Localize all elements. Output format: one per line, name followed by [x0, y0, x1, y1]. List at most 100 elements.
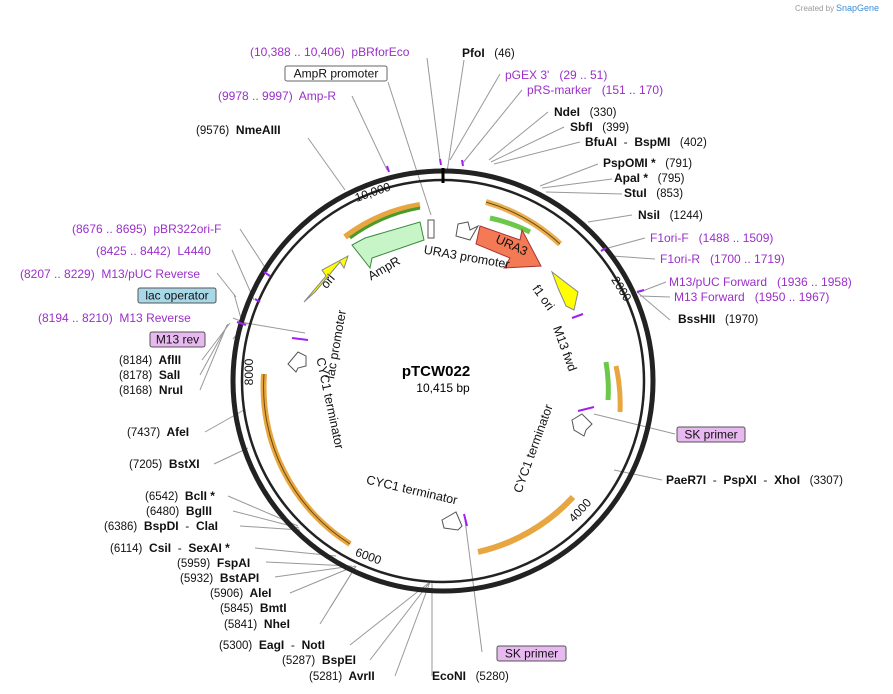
sali-label: (8178) SalI: [119, 368, 180, 382]
f1ori-f-label: F1ori-F (1488 .. 1509): [650, 231, 773, 245]
leader-bspdi: [239, 525, 301, 531]
bottom-orange-arc: [477, 494, 576, 555]
bspdi-clai-label: (6386) BspDI - ClaI: [104, 519, 218, 533]
econi-label: EcoNI (5280): [432, 669, 509, 683]
left-orange-arc-line: [263, 373, 351, 545]
primer-ticks: [236, 158, 645, 527]
ampr-promoter-arrow: [427, 219, 435, 239]
leader-bmti: [329, 565, 357, 609]
pbrforeco-label: (10,388 .. 10,406) pBRforEco: [250, 45, 410, 59]
leader-ndei: [488, 111, 549, 161]
aflii-label: (8184) AflII: [119, 353, 181, 367]
leader-nsii: [587, 214, 633, 223]
snapgene-logo: SnapGene: [836, 3, 879, 13]
f1ori-r-label: F1ori-R (1700 .. 1719): [660, 252, 785, 266]
ampr-green-arc: [349, 206, 421, 240]
leader-eagi: [349, 581, 431, 646]
pgex3-label: pGEX 3' (29 .. 51): [505, 68, 607, 82]
f1-ori-label: f1 ori: [529, 282, 557, 313]
f1-ori-arrow: [550, 270, 579, 311]
leader-nmeaiii: [307, 137, 346, 191]
leader-sbfi: [490, 126, 565, 163]
labels: (10,388 .. 10,406) pBRforEco PfoI (46) pGE…: [20, 45, 852, 683]
tick-2000: 2000: [608, 274, 634, 304]
bglii-label: (6480) BglII: [146, 504, 212, 518]
leader-apai: [541, 178, 613, 189]
nhei-label: (5841) NheI: [224, 617, 290, 631]
leader-bstapi: [274, 565, 353, 578]
ura3-arrow: [475, 225, 542, 269]
leader-bfuai: [493, 141, 581, 165]
cyc1-terminator-arrow-1: [571, 413, 593, 437]
cyc1-terminator-arrow-2: [441, 511, 463, 531]
sk-primer-box-1: SK primer: [676, 426, 746, 443]
ampr-orange-arc: [343, 202, 421, 240]
plasmid-length: 10,415 bp: [416, 381, 470, 395]
bsshii-label: BssHII (1970): [678, 312, 758, 326]
leader-stui: [545, 191, 623, 195]
svg-text:SK primer: SK primer: [505, 647, 558, 661]
fspai-label: (5959) FspAI: [177, 556, 250, 570]
leader-bspei: [369, 581, 431, 661]
leader-fspai: [265, 561, 351, 567]
leader-nrui: [199, 324, 228, 391]
ori-arrow: [303, 254, 349, 303]
leader-alei: [289, 565, 356, 594]
feature-arcs: [260, 199, 623, 555]
ampr-arrow: [351, 221, 425, 270]
bmti-label: (5845) BmtI: [220, 601, 287, 615]
ampr-promoter-box: AmpR promoter: [284, 65, 388, 82]
amp-r-label: (9978 .. 9997) Amp-R: [218, 89, 336, 103]
ndei-label: NdeI (330): [554, 105, 617, 119]
right-green-arc: [603, 361, 611, 401]
leader-f1ori-f: [607, 237, 646, 249]
leader-aflii: [201, 322, 231, 361]
svg-text:M13 rev: M13 rev: [156, 333, 199, 347]
leader-f1ori-r: [611, 255, 656, 260]
avrii-label: (5281) AvrII: [309, 669, 375, 683]
afei-label: (7437) AfeI: [127, 425, 189, 439]
eagi-noti-label: (5300) EagI - NotI: [219, 638, 325, 652]
lac-operator-box: lac operator: [137, 287, 217, 304]
prs-marker-label: pRS-marker (151 .. 170): [527, 83, 663, 97]
svg-text:SK primer: SK primer: [684, 428, 737, 442]
m13puc-reverse-label: (8207 .. 8229) M13/pUC Reverse: [20, 267, 200, 281]
ura3-outer-arc-line: [485, 201, 561, 245]
sk-primer-box-2: SK primer: [496, 645, 567, 662]
cyc1-terminator-right-label: CYC1 terminator: [511, 402, 556, 494]
sbfi-label: SbfI (399): [570, 120, 629, 134]
m13-forward-label: M13 Forward (1950 .. 1967): [674, 290, 829, 304]
m13puc-forward-label: M13/pUC Forward (1936 .. 1958): [669, 275, 852, 289]
ura3-orf-arc: [489, 215, 532, 235]
cyc1-terminator-left-label: CYC1 terminator: [313, 356, 346, 450]
created-by-text: Created by: [795, 4, 834, 13]
pfoi-label: PfoI (46): [462, 46, 515, 60]
leader-sk-primer-2: [464, 519, 483, 653]
leader-pfoi: [446, 59, 465, 173]
nsii-label: NsiI (1244): [638, 208, 703, 222]
ura3-promoter-arrow: [455, 221, 480, 241]
svg-text:lac operator: lac operator: [145, 289, 208, 303]
csii-sexai-label: (6114) CsiI - SexAI *: [110, 541, 230, 555]
nrui-label: (8168) NruI: [119, 383, 183, 397]
bspei-label: (5287) BspEI: [282, 653, 356, 667]
leader-pspomi: [539, 163, 599, 187]
leader-pbr322ori: [239, 228, 269, 273]
plasmid-name: pTCW022: [402, 363, 470, 380]
bstapi-label: (5932) BstAPI: [180, 571, 259, 585]
m13-reverse-label: (8194 .. 8210) M13 Reverse: [38, 311, 191, 325]
m13-fwd-label: M13 fwd: [550, 324, 579, 373]
leader-amp-r: [351, 95, 388, 171]
bcli-label: (6542) BclI *: [145, 489, 215, 503]
leader-ampr-promoter: [387, 81, 432, 216]
ori-label: ori: [318, 272, 338, 292]
nmeaiii-label: (9576) NmeAIII: [196, 123, 281, 137]
bfuai-bspmi-label: BfuAI - BspMI (402): [585, 135, 707, 149]
cyc1-terminator-bottom-label: CYC1 terminator: [365, 473, 459, 508]
bstxi-label: (7205) BstXI: [129, 457, 200, 471]
leader-prs-marker: [461, 89, 523, 165]
lac-promoter-arrow: [287, 351, 307, 373]
